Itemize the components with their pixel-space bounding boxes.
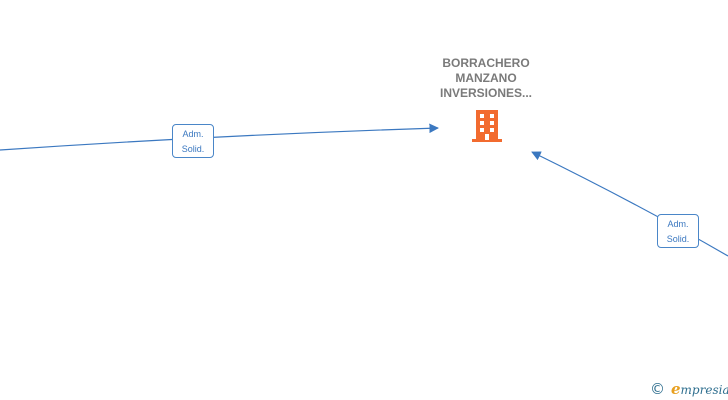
company-node-title[interactable]: BORRACHERO MANZANO INVERSIONES... — [420, 56, 552, 101]
edge-label-right-line-2: Solid. — [666, 234, 690, 244]
brand-logo: empresia — [671, 380, 728, 398]
footer-brand[interactable]: © empresia — [650, 379, 728, 399]
edge-label-left[interactable]: Adm. Solid. — [172, 124, 214, 158]
copyright-symbol: © — [650, 380, 665, 398]
building-icon[interactable] — [471, 108, 503, 142]
edge-label-left-line-2: Solid. — [181, 144, 205, 154]
edge-label-right[interactable]: Adm. Solid. — [657, 214, 699, 248]
edge-label-left-line-1: Adm. — [182, 129, 204, 139]
edge-left-line — [0, 123, 439, 151]
brand-first-letter: e — [671, 380, 681, 398]
node-title-line-2: MANZANO — [455, 71, 517, 85]
edge-right-line — [531, 151, 728, 257]
brand-rest: mpresia — [680, 383, 728, 397]
edge-label-right-line-1: Adm. — [667, 219, 689, 229]
node-title-line-3: INVERSIONES... — [439, 86, 533, 100]
node-title-line-1: BORRACHERO — [442, 56, 530, 70]
